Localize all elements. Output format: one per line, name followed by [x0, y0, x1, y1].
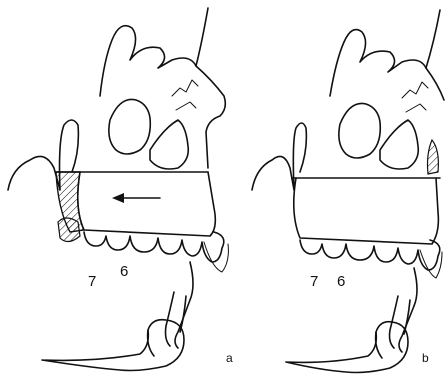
cranial-base-outline-b: [252, 123, 306, 190]
chin-outline-a: [42, 320, 184, 371]
nasal-bone-b: [426, 10, 444, 100]
upper-teeth-a: [84, 232, 224, 262]
suture-line-a: [172, 80, 198, 110]
zygomatic-process-b: [330, 30, 426, 96]
maxillary-segment-a: [78, 172, 216, 236]
molar-label-6-b: 6: [337, 273, 345, 290]
nasal-bone-a: [196, 8, 225, 168]
movement-arrow: [112, 193, 160, 203]
panel-b: [252, 10, 444, 373]
upper-teeth-b: [300, 240, 440, 270]
panel-a: [8, 8, 228, 371]
molar-label-7-a: 7: [88, 273, 96, 290]
molar-label-6-a: 6: [120, 263, 128, 280]
incisor-crowns-a: [204, 242, 228, 272]
zygomatic-process-a: [100, 26, 196, 96]
maxillary-sinus-a: [150, 120, 188, 169]
panel-label-b: b: [422, 351, 429, 365]
panel-label-a: a: [226, 351, 233, 365]
orbit-outline-a: [109, 99, 150, 154]
molar-label-7-b: 7: [310, 273, 318, 290]
maxillary-sinus-b: [380, 120, 418, 169]
maxillary-segment-b: [294, 178, 439, 244]
suture-line-b: [402, 82, 428, 112]
tuberosity-hatch: [58, 218, 80, 242]
orbit-outline-b: [339, 103, 380, 158]
anterior-bone-graft-hatch: [428, 140, 439, 174]
